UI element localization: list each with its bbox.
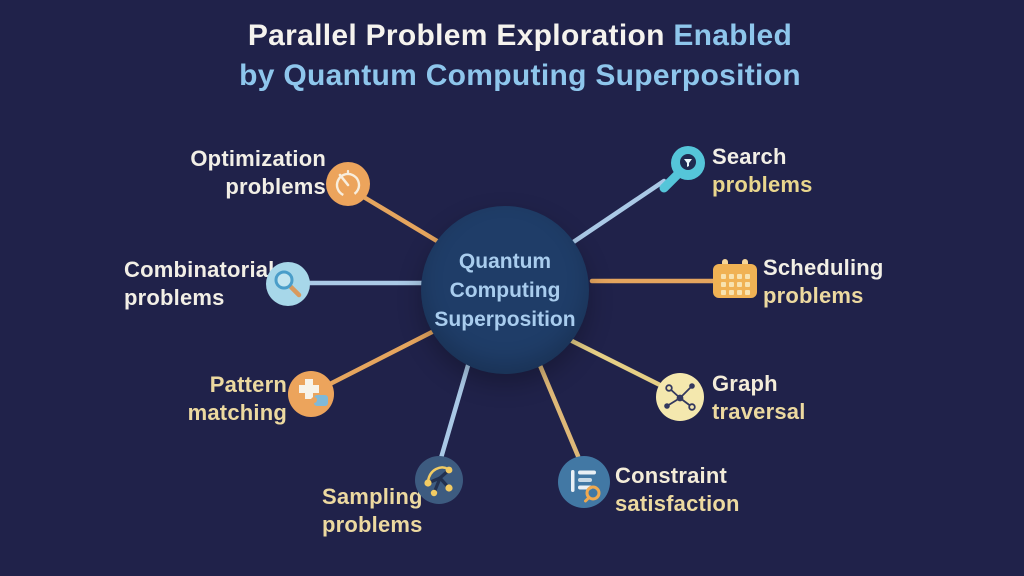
- network-icon: [656, 373, 704, 421]
- center-label-line3: Superposition: [434, 307, 576, 331]
- center-label-line1: Quantum: [458, 249, 552, 273]
- label-pattern-matching: Pattern matching: [187, 372, 287, 425]
- checklist-search-icon: [558, 456, 610, 508]
- connector-search: [563, 178, 667, 250]
- magnifier-icon: [659, 146, 705, 193]
- center-label-line2: Computing: [449, 278, 561, 302]
- center-node: Quantum Computing Superposition: [421, 206, 589, 374]
- connector-sampling: [438, 359, 472, 461]
- label-optimization-problems: Optimization problems: [190, 146, 326, 199]
- gauge-icon: [326, 162, 370, 206]
- puzzle-icon: [288, 371, 334, 417]
- label-search-problems: Search problems: [712, 144, 813, 197]
- connector-constraint: [536, 360, 581, 459]
- page-title: Parallel Problem Exploration Enabled by …: [8, 16, 1024, 96]
- label-graph-traversal: Graph traversal: [712, 371, 806, 424]
- calendar-icon: [713, 259, 757, 298]
- magnifier-circle-icon: [266, 262, 310, 306]
- label-combinatorial-problems: Combinatorial problems: [124, 257, 275, 310]
- title-main-text: Parallel Problem Exploration: [247, 19, 665, 52]
- connector-graph: [559, 333, 665, 389]
- title-line1: Parallel Problem Exploration Enabled: [8, 16, 1024, 56]
- label-sampling-problems: Sampling problems: [322, 484, 423, 537]
- connector-pattern: [325, 328, 437, 388]
- molecule-icon: [415, 456, 463, 504]
- title-line2: by Quantum Computing Superposition: [239, 59, 801, 92]
- label-scheduling-problems: Scheduling problems: [763, 255, 884, 308]
- label-constraint-satisfaction: Constraint satisfaction: [615, 463, 740, 516]
- title-accent-text: Enabled: [673, 19, 793, 52]
